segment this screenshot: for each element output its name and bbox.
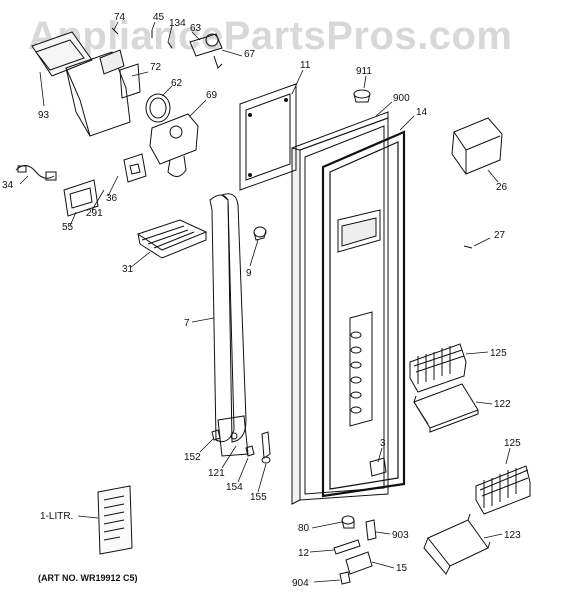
drip-grille xyxy=(136,219,208,259)
auger-motor xyxy=(149,113,199,177)
callout-80: 80 xyxy=(298,523,310,534)
dairy-bin xyxy=(451,117,503,175)
callout-14: 14 xyxy=(416,107,428,118)
ring-part xyxy=(145,93,171,123)
callout-55: 55 xyxy=(62,222,74,233)
callout-3: 3 xyxy=(380,438,386,449)
hinge-part xyxy=(369,457,387,477)
callout-291: 291 xyxy=(86,208,103,219)
screws xyxy=(111,27,173,49)
callout-125-lower: 125 xyxy=(504,438,521,449)
dispenser-small-parts xyxy=(333,515,377,585)
callout-labels: 74 45 134 63 67 72 62 69 93 11 911 900 1… xyxy=(2,12,521,589)
callout-63: 63 xyxy=(190,23,202,34)
leader-lines xyxy=(19,21,511,583)
callout-154: 154 xyxy=(226,482,243,493)
door-gasket xyxy=(321,130,406,498)
art-number: (ART NO. WR19912 C5) xyxy=(38,573,138,583)
literature-booklet xyxy=(97,485,133,555)
callout-45: 45 xyxy=(153,12,165,23)
switch xyxy=(123,153,147,183)
callout-911: 911 xyxy=(356,66,372,77)
callout-27: 27 xyxy=(494,230,506,241)
bracket xyxy=(63,179,99,217)
callout-904: 904 xyxy=(292,578,309,589)
knob xyxy=(253,226,267,241)
callout-7: 7 xyxy=(184,318,190,329)
screw xyxy=(463,245,473,249)
cap xyxy=(353,89,371,99)
callout-134: 134 xyxy=(169,18,186,29)
callout-67: 67 xyxy=(244,49,256,60)
door-bin-bottom xyxy=(423,513,491,575)
callout-93: 93 xyxy=(38,110,50,121)
watermark: AppliancePartsPros.com xyxy=(28,14,513,58)
callout-74: 74 xyxy=(114,12,126,23)
door-handle xyxy=(209,193,249,457)
callout-15: 15 xyxy=(396,563,408,574)
callout-122: 122 xyxy=(494,399,511,410)
handle-fasteners xyxy=(211,429,271,464)
door-bin-middle xyxy=(413,383,479,433)
callout-11: 11 xyxy=(300,60,311,71)
callout-31: 31 xyxy=(122,264,134,275)
callout-123: 123 xyxy=(504,530,521,541)
door-shelf-supports xyxy=(349,311,373,427)
callout-155: 155 xyxy=(250,492,267,503)
cap-body xyxy=(353,93,371,103)
dispenser-recess xyxy=(337,209,381,253)
callout-121: 121 xyxy=(208,468,225,479)
wire-harness xyxy=(15,165,57,181)
actuator xyxy=(189,33,223,69)
callout-62: 62 xyxy=(171,78,183,89)
dispenser-panel xyxy=(239,83,297,191)
callout-34: 34 xyxy=(2,180,14,191)
ice-chute-assembly xyxy=(31,31,141,137)
callout-152: 152 xyxy=(184,452,201,463)
callout-72: 72 xyxy=(150,62,162,73)
callout-1-litr: 1-LITR. xyxy=(40,511,73,522)
door-basket-lower xyxy=(475,465,531,515)
callout-36: 36 xyxy=(106,193,118,204)
callout-9: 9 xyxy=(246,268,252,279)
door-outer-panel xyxy=(291,111,389,505)
callout-12: 12 xyxy=(298,548,310,559)
callout-125-upper: 125 xyxy=(490,348,507,359)
callout-26: 26 xyxy=(496,182,508,193)
door-basket-upper xyxy=(409,343,467,393)
callout-903: 903 xyxy=(392,530,409,541)
callout-69: 69 xyxy=(206,90,218,101)
callout-900: 900 xyxy=(393,93,410,104)
